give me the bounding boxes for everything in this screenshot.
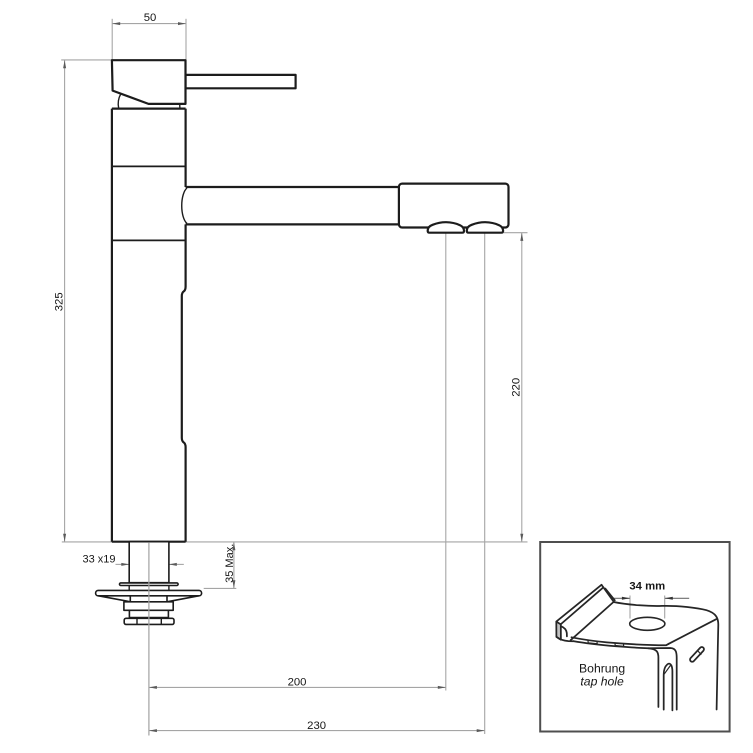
svg-text:Bohrung: Bohrung <box>579 662 625 676</box>
svg-text:230: 230 <box>307 720 326 732</box>
svg-text:325: 325 <box>53 292 65 311</box>
svg-text:200: 200 <box>288 676 307 688</box>
svg-text:tap hole: tap hole <box>580 675 624 689</box>
svg-text:33 x19: 33 x19 <box>82 553 115 565</box>
svg-text:34 mm: 34 mm <box>629 580 665 592</box>
svg-text:50: 50 <box>144 12 157 24</box>
svg-text:35 Max.: 35 Max. <box>224 544 236 583</box>
svg-text:220: 220 <box>510 378 522 397</box>
